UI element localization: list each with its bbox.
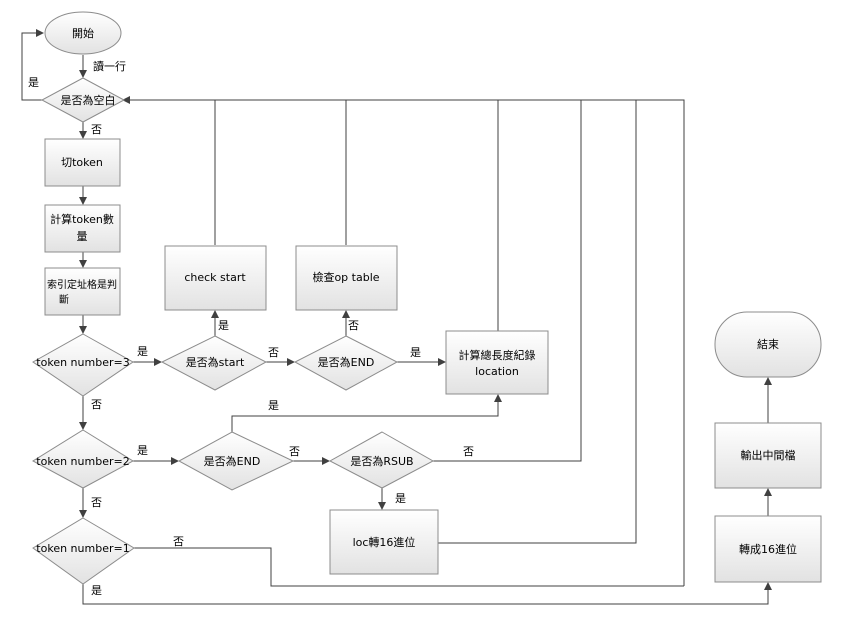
edge-num1-no	[134, 547, 684, 587]
arrow-into-index	[79, 260, 87, 268]
calc-length-process: 計算總長度紀錄 location	[445, 330, 549, 395]
label-num2-yes: 是	[137, 444, 148, 457]
count-token-label-line2: 量	[77, 230, 88, 243]
num1-label: token number=1	[36, 542, 129, 555]
arrow-into-calc	[438, 358, 446, 366]
is-start-decision: 是否為start	[160, 335, 268, 391]
arrow-into-num2	[79, 422, 87, 430]
arrow-into-num3	[79, 326, 87, 334]
arrow-into-blank	[79, 70, 87, 78]
edge-end2-yes	[231, 400, 499, 432]
arrow-into-optable	[342, 310, 350, 318]
is-end-2-decision: 是否為END	[177, 431, 295, 491]
arrowheads	[36, 29, 772, 590]
arrow-into-count	[79, 197, 87, 205]
loc-hex-label: loc轉16進位	[353, 535, 416, 549]
label-blank-no: 否	[91, 123, 102, 136]
is-end-1-label: 是否為END	[318, 355, 375, 369]
is-rsub-label: 是否為RSUB	[350, 454, 413, 468]
arrow-into-split	[79, 131, 87, 139]
edge-rsub-no	[433, 100, 582, 462]
arrow-into-isrsub	[322, 457, 330, 465]
label-num3-no: 否	[91, 398, 102, 411]
to-hex-label: 轉成16進位	[739, 542, 797, 556]
end-node: 結束	[714, 311, 822, 378]
label-end2-yes: 是	[268, 399, 279, 412]
start-node: 開始	[44, 11, 122, 55]
loc-hex-process: loc轉16進位	[329, 509, 439, 575]
is-end-2-label: 是否為END	[204, 454, 261, 468]
num3-decision: token number=3	[32, 333, 134, 397]
calc-length-label-line2: location	[475, 365, 519, 378]
arrow-into-checkstart	[211, 310, 219, 318]
is-end-1-decision: 是否為END	[293, 335, 399, 391]
label-num2-no: 否	[91, 496, 102, 509]
edge-return-line	[130, 99, 685, 586]
arrow-into-tohex	[764, 582, 772, 590]
blank-check-decision: 是否為空白	[40, 77, 126, 123]
label-start-yes: 是	[218, 319, 229, 332]
check-start-label: check start	[184, 271, 246, 284]
arrow-into-lochex	[378, 502, 386, 510]
connectors	[21, 32, 769, 605]
label-end1-no: 否	[348, 319, 359, 332]
split-token-process: 切token	[44, 138, 121, 187]
label-read-line: 讀一行	[93, 59, 126, 73]
split-token-label: 切token	[61, 156, 103, 169]
label-end1-yes: 是	[410, 346, 421, 359]
label-num1-no: 否	[173, 535, 184, 548]
edge-labels: 讀一行 是 否 是 否 是 否 否 是 是 否 是 否 否 是 否 是	[28, 59, 474, 597]
arrow-into-isend2	[171, 457, 179, 465]
check-start-process: check start	[164, 245, 267, 311]
arrow-into-output	[764, 488, 772, 496]
count-token-label-line1: 計算token數	[50, 212, 114, 226]
index-check-label-line2: 斷	[59, 293, 69, 306]
label-num3-yes: 是	[137, 345, 148, 358]
num2-decision: token number=2	[32, 429, 134, 489]
end-label: 結束	[757, 337, 779, 351]
arrow-into-num1	[79, 510, 87, 518]
label-blank-yes: 是	[28, 76, 39, 89]
output-process: 輸出中間檔	[714, 422, 822, 489]
arrow-into-isstart	[154, 358, 162, 366]
index-check-process: 索引定址格是判 斷	[44, 267, 121, 316]
label-num1-yes: 是	[91, 584, 102, 597]
edge-num1-yes	[82, 584, 769, 605]
edge-blank-yes-loop	[21, 32, 45, 101]
label-rsub-yes: 是	[395, 492, 406, 505]
start-node-label: 開始	[72, 26, 94, 40]
arrow-into-isend1	[287, 358, 295, 366]
count-token-process: 計算token數 量	[44, 204, 121, 253]
arrow-into-end	[764, 377, 772, 385]
output-label: 輸出中間檔	[741, 448, 796, 462]
optable-process: 檢查op table	[295, 245, 398, 311]
is-rsub-decision: 是否為RSUB	[328, 431, 435, 489]
is-start-label: 是否為start	[186, 355, 245, 369]
to-hex-process: 轉成16進位	[714, 515, 822, 583]
label-start-no: 否	[268, 346, 279, 359]
label-rsub-no: 否	[463, 445, 474, 458]
arrow-into-calc-bottom	[494, 394, 502, 402]
arrow-into-start	[36, 29, 44, 37]
blank-check-label: 是否為空白	[61, 93, 116, 107]
edge-lochex-loop	[438, 100, 637, 544]
calc-length-label-line1: 計算總長度紀錄	[459, 348, 536, 362]
arrow-into-blank-return	[122, 96, 130, 104]
num1-decision: token number=1	[32, 517, 135, 585]
index-check-label-line1: 索引定址格是判	[47, 278, 117, 291]
num2-label: token number=2	[36, 455, 129, 468]
optable-label: 檢查op table	[312, 270, 379, 284]
num3-label: token number=3	[36, 356, 129, 369]
label-end2-no: 否	[289, 445, 300, 458]
